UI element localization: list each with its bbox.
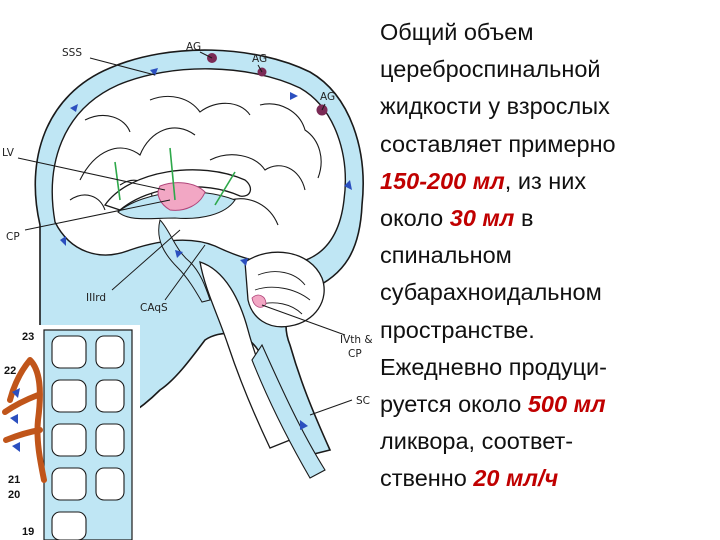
label-cp: CP: [6, 231, 20, 243]
csf-volume-text: Общий объем цереброспинальной жидкости у…: [380, 14, 710, 498]
highlight-spinal-volume: 30 мл: [449, 205, 515, 232]
text-line-6: около 30 мл в: [380, 200, 710, 237]
spine-inset: 23 22 21 20 19: [0, 325, 140, 540]
vertebra-number-21: 21: [8, 474, 20, 486]
text-line-13-pre: ственно: [380, 465, 474, 492]
text-line-13: ственно 20 мл/ч: [380, 460, 710, 497]
label-sss: SSS: [62, 47, 82, 59]
text-line-11: руется около 500 мл: [380, 386, 710, 423]
leader-lines: [17, 51, 353, 416]
highlight-daily-production: 500 мл: [527, 391, 606, 418]
vertebra-number-23: 23: [22, 331, 34, 343]
text-line-11-pre: руется около: [380, 391, 528, 418]
text-line-9: пространстве.: [380, 316, 535, 343]
text-line-5: 150-200 мл, из них: [380, 163, 710, 200]
csf-circulation-diagram: SSS AG AG AG LV CP IIIrd CAqS IVth & CP …: [0, 41, 373, 540]
label-caqs: CAqS: [140, 302, 168, 314]
highlight-total-volume: 150-200 мл: [380, 167, 505, 194]
label-ivth-cp: CP: [348, 348, 362, 360]
text-line-2: цереброспинальной: [380, 56, 601, 83]
flow-arrows: [60, 68, 352, 430]
text-line-5-rest: , из них: [504, 167, 587, 194]
nerve-root: [2, 357, 47, 483]
text-line-1: Общий объем: [380, 19, 534, 45]
green-flow-arrows: [114, 147, 236, 206]
vertebra-number-20: 20: [8, 489, 20, 501]
label-ag-2: AG: [252, 53, 267, 65]
text-line-4: составляет примерно: [380, 130, 616, 157]
label-ag-1: AG: [186, 41, 201, 53]
label-ag-3: AG: [320, 91, 335, 103]
cerebellum: [244, 251, 325, 328]
highlight-hourly-rate: 20 мл/ч: [473, 465, 559, 492]
third-ventricle: [158, 219, 211, 303]
label-sc: SC: [356, 395, 370, 407]
brainstem: [199, 261, 291, 449]
vertebra-number-22: 22: [4, 365, 16, 377]
text-line-3: жидкости у взрослых: [380, 93, 610, 120]
label-iiird: IIIrd: [86, 292, 106, 304]
text-line-6-rest: в: [514, 205, 534, 232]
vertebra-number-19: 19: [22, 526, 34, 538]
cerebrum: [51, 68, 346, 265]
text-line-7: спинальном: [380, 242, 512, 269]
choroid-plexus: [157, 182, 206, 211]
text-line-6-pre: около: [380, 205, 450, 232]
label-lv: LV: [2, 147, 15, 159]
spinal-canal: [251, 343, 326, 479]
text-line-10: Ежедневно продуци-: [380, 353, 607, 380]
label-ivth: IVth &: [340, 334, 373, 346]
text-line-8: субарахноидальном: [380, 279, 602, 306]
text-line-12: ликвора, соответ-: [380, 428, 574, 455]
fourth-ventricle-plexus: [251, 294, 267, 308]
